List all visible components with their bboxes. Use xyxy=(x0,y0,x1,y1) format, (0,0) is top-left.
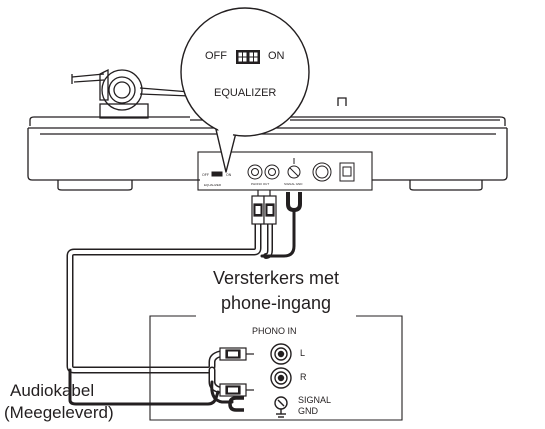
equalizer-callout xyxy=(180,7,310,173)
equalizer-switch xyxy=(236,50,260,64)
top-bump xyxy=(337,97,347,106)
amplifier-jacks xyxy=(270,343,292,418)
cable-label-line1: Audiokabel xyxy=(10,381,95,400)
left-channel-label: L xyxy=(300,348,306,358)
svg-text:OFF: OFF xyxy=(202,173,209,177)
rear-panel-details: OFF ON EQUALIZER PHONO OUT SIGNAL GND xyxy=(202,158,355,187)
gnd-label: GND xyxy=(298,406,318,416)
tonearm-base xyxy=(71,68,191,119)
signal-label: SIGNAL xyxy=(298,395,332,405)
phono-in-left-jack xyxy=(270,343,292,365)
ground-fork-turntable xyxy=(286,192,302,213)
phono-in-label: PHONO IN xyxy=(252,326,297,336)
turntable-body xyxy=(29,116,506,126)
audio-cable xyxy=(66,208,296,406)
ground-fork-amplifier xyxy=(228,396,244,412)
amplifier-title-line1: Versterkers met xyxy=(212,268,340,288)
phono-in-right-jack xyxy=(270,367,292,389)
amplifier-title-line2: phone-ingang xyxy=(220,293,332,313)
equalizer-label: EQUALIZER xyxy=(214,87,277,99)
svg-text:EQUALIZER: EQUALIZER xyxy=(204,183,222,187)
right-channel-label: R xyxy=(300,372,307,382)
equalizer-on-label: ON xyxy=(268,50,285,62)
right-foot xyxy=(409,180,483,191)
rca-plugs-amplifier xyxy=(219,347,254,397)
svg-text:ON: ON xyxy=(226,173,232,177)
svg-text:SIGNAL GND: SIGNAL GND xyxy=(284,182,303,186)
left-foot xyxy=(57,180,133,191)
cable-label-line2: (Meegeleverd) xyxy=(4,403,114,422)
rca-plugs-turntable xyxy=(251,190,277,225)
rear-panel xyxy=(197,151,373,191)
svg-text:PHONO OUT: PHONO OUT xyxy=(251,182,269,186)
turntable xyxy=(27,68,508,191)
equalizer-off-label: OFF xyxy=(205,50,227,62)
amplifier-panel xyxy=(149,315,403,421)
